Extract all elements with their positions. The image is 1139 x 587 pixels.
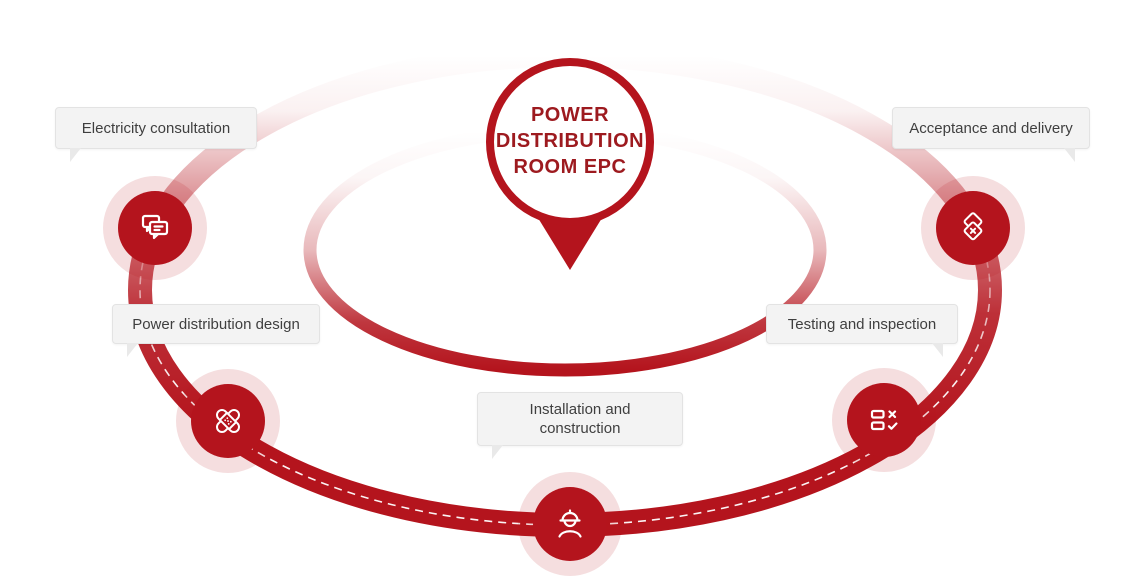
node-testing-inspection — [832, 368, 936, 472]
node-circle — [936, 191, 1010, 265]
label-installation-construction: Installation and construction — [477, 392, 683, 459]
node-circle — [118, 191, 192, 265]
center-title-line: ROOM EPC — [513, 156, 627, 178]
label-text: Acceptance and delivery — [909, 119, 1073, 137]
node-circle — [191, 384, 265, 458]
checklist-icon — [870, 409, 898, 431]
center-title: POWER DISTRIBUTION ROOM EPC — [470, 102, 670, 180]
label-power-distribution-design: Power distribution design — [112, 304, 320, 357]
label-text: Power distribution design — [132, 315, 300, 333]
label-electricity-consultation: Electricity consultation — [55, 107, 257, 162]
label-acceptance-delivery: Acceptance and delivery — [892, 107, 1090, 162]
ring-dashed-line — [139, 54, 991, 526]
center-title-line: DISTRIBUTION — [495, 130, 645, 152]
chat-icon — [141, 214, 169, 240]
pin-circle — [486, 58, 654, 226]
bandage-icon — [215, 408, 241, 434]
label-text: Installation and construction — [529, 401, 631, 437]
node-acceptance-delivery — [921, 176, 1025, 280]
node-circle — [533, 487, 607, 561]
center-title-line: POWER — [530, 104, 610, 126]
construction-worker-icon — [558, 509, 582, 538]
label-testing-inspection: Testing and inspection — [766, 304, 958, 357]
node-installation-construction — [518, 472, 622, 576]
label-text: Testing and inspection — [787, 315, 937, 333]
node-circle — [847, 383, 921, 457]
node-electricity-consultation — [103, 176, 207, 280]
handshake-icon — [963, 212, 983, 241]
node-power-distribution-design — [176, 369, 280, 473]
label-text: Electricity consultation — [81, 119, 231, 137]
